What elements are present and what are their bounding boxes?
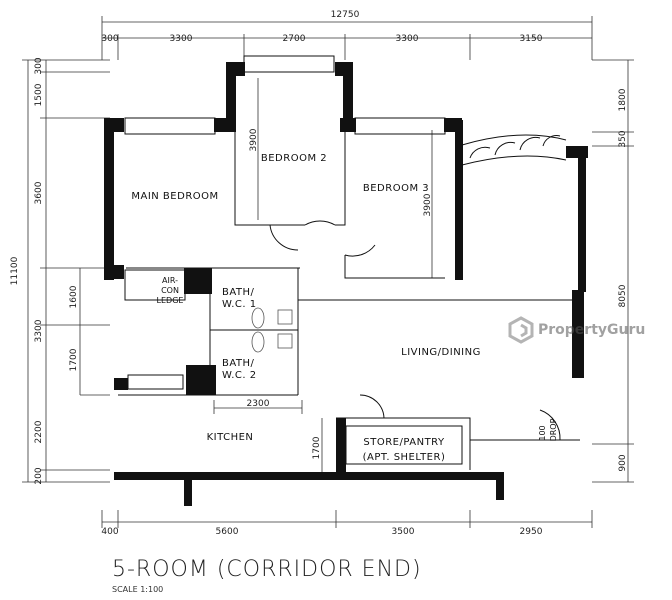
dim-left-8: 200 xyxy=(34,467,44,484)
dim-top-total: 12750 xyxy=(331,10,360,20)
dim-left-6: 3300 xyxy=(34,319,44,342)
dim-kitchen-depth: 1700 xyxy=(312,436,322,459)
watermark: PropertyGuru xyxy=(508,316,645,344)
dim-bottom-1: 400 xyxy=(101,527,118,537)
dim-top-1: 300 xyxy=(101,34,118,44)
balcony-bay xyxy=(461,134,567,166)
dim-left-7: 2200 xyxy=(34,420,44,443)
dim-left-5: 1700 xyxy=(69,348,79,371)
dim-left-1: 300 xyxy=(34,57,44,74)
room-bedroom-3: BEDROOM 3 xyxy=(363,183,429,194)
dim-bedroom3-depth: 3900 xyxy=(423,193,433,216)
watermark-text: PropertyGuru xyxy=(538,322,646,338)
dim-right-1: 1800 xyxy=(618,88,628,111)
dim-left-3: 3600 xyxy=(34,181,44,204)
aircon-ledge-label-3: LEDGE xyxy=(157,296,184,305)
dim-left-total: 11100 xyxy=(10,256,20,285)
room-living-dining: LIVING/DINING xyxy=(401,347,481,358)
dim-bottom-4: 2950 xyxy=(520,527,543,537)
room-kitchen: KITCHEN xyxy=(207,432,254,443)
room-bath-2-line-2: W.C. 2 xyxy=(222,370,257,381)
refuse-chute-label-1: 100 xyxy=(538,425,547,440)
room-bath-1-line-1: BATH/ xyxy=(222,287,255,298)
dim-right-2: 350 xyxy=(618,130,628,147)
dim-top-3: 2700 xyxy=(283,34,306,44)
refuse-chute-label-2: DROP xyxy=(549,418,558,441)
dim-bottom-2: 5600 xyxy=(216,527,239,537)
dimension-lines xyxy=(22,16,634,528)
dim-right-3: 8050 xyxy=(618,284,628,307)
room-store-pantry-line-1: STORE/PANTRY xyxy=(363,437,445,448)
room-bath-1-line-2: W.C. 1 xyxy=(222,299,257,310)
dim-right-4: 900 xyxy=(618,454,628,471)
propertyguru-logo-icon xyxy=(508,316,534,344)
dim-left-4: 1600 xyxy=(69,285,79,308)
aircon-ledge-label-2: CON xyxy=(161,286,179,295)
room-main-bedroom: MAIN BEDROOM xyxy=(131,191,218,202)
dim-bedroom2-depth: 3900 xyxy=(249,128,259,151)
dim-left-2: 1500 xyxy=(34,83,44,106)
dim-top-5: 3150 xyxy=(520,34,543,44)
dim-top-4: 3300 xyxy=(396,34,419,44)
walls xyxy=(104,62,588,506)
aircon-ledge-label-1: AIR- xyxy=(162,276,178,285)
interior-lines xyxy=(118,55,580,470)
dim-bath-width: 2300 xyxy=(247,399,270,409)
room-store-pantry-line-2: (APT. SHELTER) xyxy=(363,452,446,463)
plan-scale: SCALE 1:100 xyxy=(112,585,164,594)
room-bedroom-2: BEDROOM 2 xyxy=(261,153,327,164)
plan-title: 5-ROOM (CORRIDOR END) xyxy=(112,557,422,582)
dim-top-2: 3300 xyxy=(170,34,193,44)
room-bath-2-line-1: BATH/ xyxy=(222,358,255,369)
dim-bottom-3: 3500 xyxy=(392,527,415,537)
bath-fixtures xyxy=(251,307,293,353)
